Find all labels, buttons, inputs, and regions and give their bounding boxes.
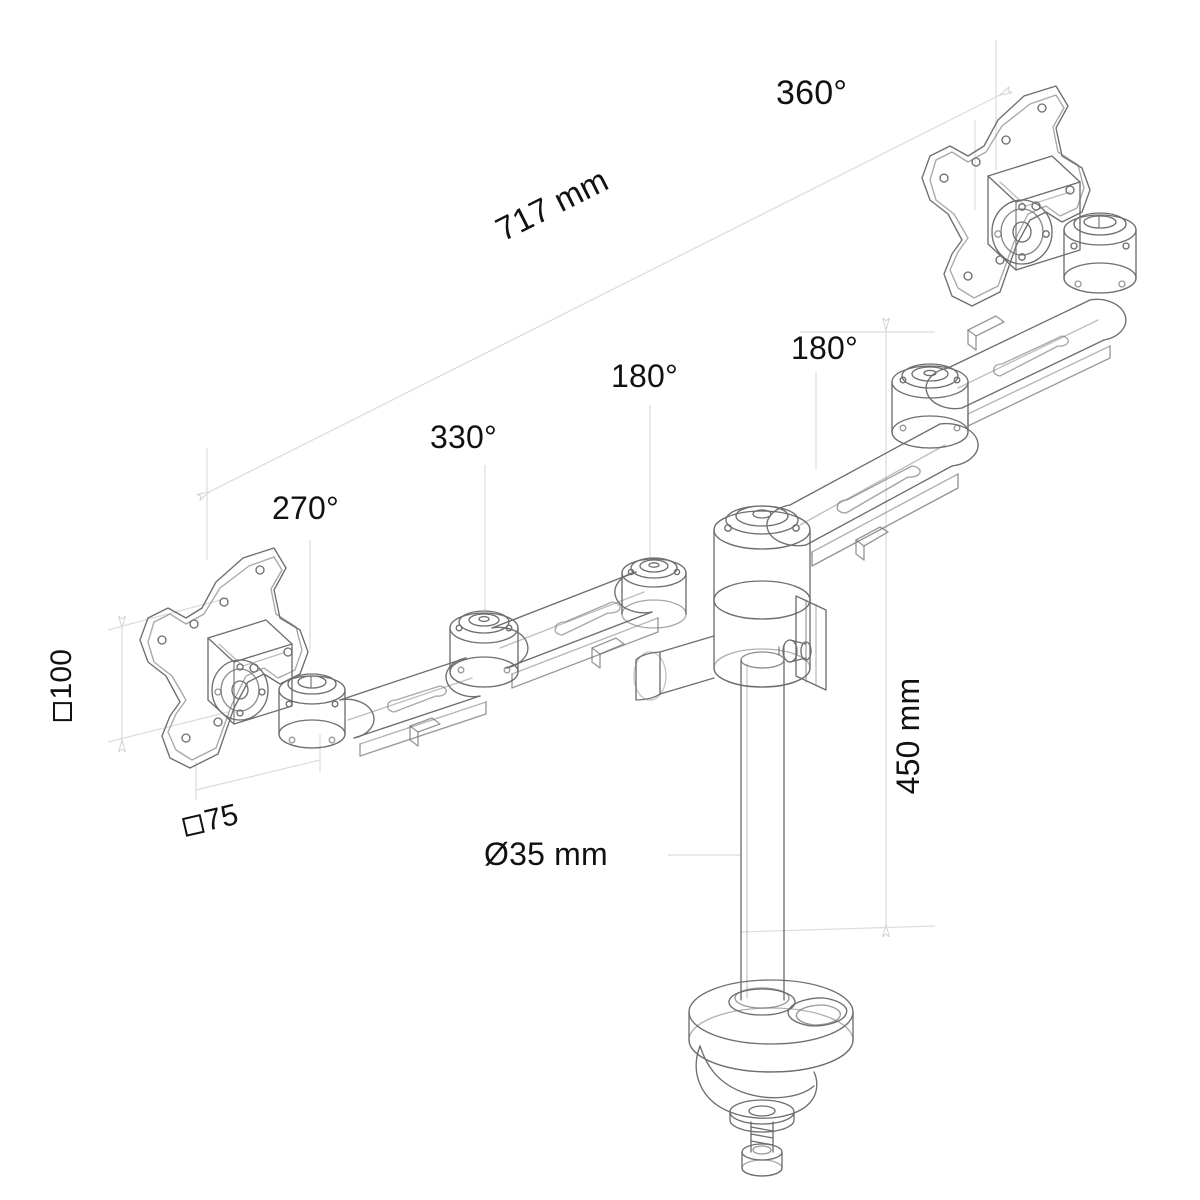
square-symbol-icon: [53, 702, 72, 722]
desk-clamp-base: [688, 979, 854, 1177]
lower-arm-outer-segment: [491, 571, 659, 689]
top-head-tilt-block: [987, 155, 1081, 271]
dimension-line-717: [209, 95, 1000, 492]
label-dimension-450: 450 mm: [890, 677, 926, 795]
extension-line-vesa100-top: [107, 597, 229, 631]
vertical-pole: [740, 651, 785, 1001]
square-symbol-icon: [181, 814, 205, 837]
label-vesa-100: 100: [45, 648, 78, 722]
upper-arm-lower-segment: [766, 422, 979, 567]
top-head-rotation-cylinder: [1063, 212, 1137, 294]
central-hub: [633, 505, 827, 701]
lower-vesa-plate: [139, 547, 309, 769]
label-rotation-180-mid: 180°: [611, 358, 678, 394]
extension-line-vesa100-bottom: [107, 711, 229, 743]
label-pole-diameter: Ø35 mm: [484, 836, 608, 872]
upper-arm-upper-segment: [925, 298, 1127, 427]
lower-head-tilt-block: [207, 619, 293, 725]
lower-arm-mid-elbow: [449, 610, 519, 688]
label-vesa-100-value: 100: [45, 648, 78, 700]
label-rotation-360: 360°: [776, 74, 848, 112]
lower-arm-inner-segment: [339, 657, 487, 757]
label-rotation-270: 270°: [272, 490, 339, 526]
upper-arm-mid-elbow: [891, 363, 969, 449]
lower-arm-hub-elbow: [621, 557, 687, 629]
dimension-line-vesa-75: [195, 759, 321, 791]
label-rotation-330: 330°: [430, 419, 497, 455]
lower-head-rotation-cylinder: [278, 673, 346, 749]
label-rotation-180-top: 180°: [791, 330, 858, 366]
top-vesa-plate: [921, 85, 1091, 307]
extension-line-450-bottom: [739, 925, 936, 933]
